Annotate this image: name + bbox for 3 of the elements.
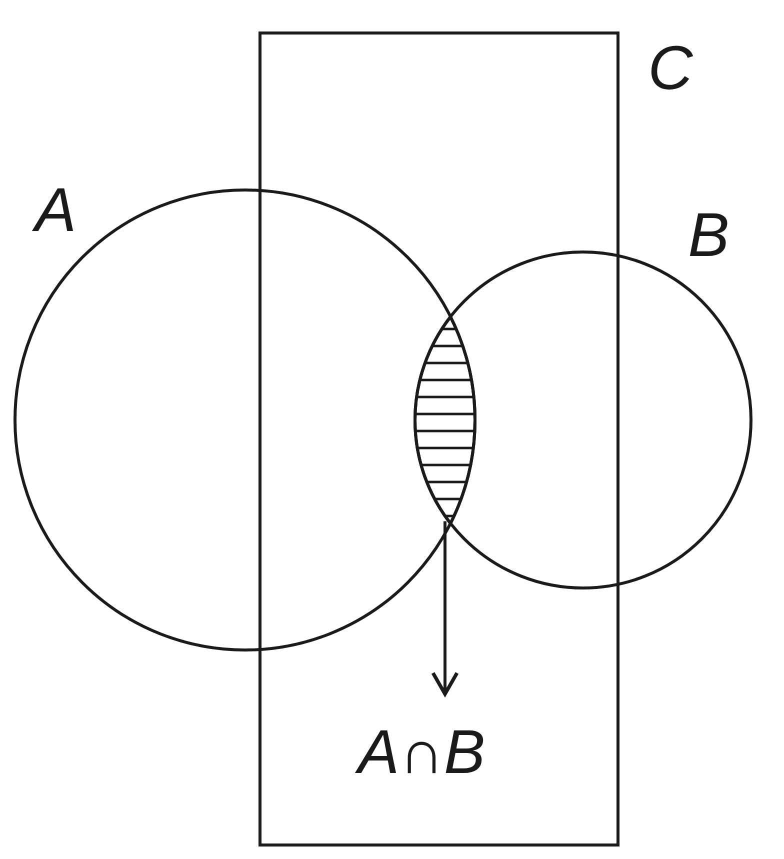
set-label: C bbox=[648, 38, 693, 100]
arrow bbox=[431, 521, 459, 696]
set-label: B bbox=[688, 205, 730, 267]
